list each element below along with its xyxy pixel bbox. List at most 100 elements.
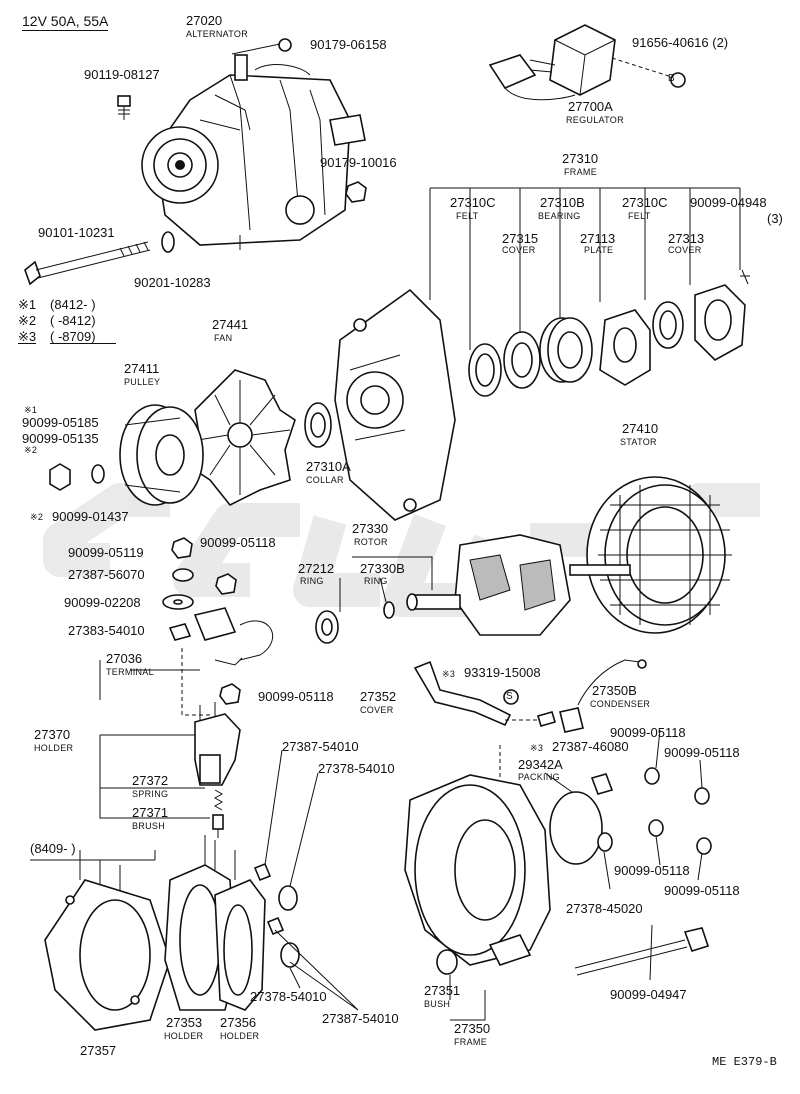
- label-90099-05118-c: 90099-05118: [610, 725, 686, 740]
- label-27370: 27370: [34, 727, 71, 742]
- bush-27378-54010-a: [278, 885, 298, 911]
- label-91656: 91656-40616 (2): [632, 35, 729, 50]
- label-27020-name: ALTERNATOR: [186, 29, 249, 39]
- label-90099-05135: 90099-05135: [22, 431, 99, 446]
- felt-27310c-a: [468, 343, 502, 397]
- label-27310c-b-name: FELT: [628, 211, 651, 221]
- label-27441-name: FAN: [214, 333, 233, 343]
- brush-holder-27370: [194, 702, 241, 786]
- label-90099-05135-mark: ※2: [24, 445, 38, 455]
- stator-27410: [586, 476, 732, 634]
- label-27330-name: ROTOR: [354, 537, 388, 547]
- label-90099-05118-e: 90099-05118: [614, 863, 690, 878]
- label-27310c-a: 27310C: [450, 195, 496, 210]
- label-27372-name: SPRING: [132, 789, 169, 799]
- note-1-mark: ※1: [18, 297, 37, 312]
- label-27113-name: PLATE: [584, 245, 614, 255]
- label-90099-05118-b: 90099-05118: [258, 689, 334, 704]
- label-27352-name: COVER: [360, 705, 394, 715]
- label-27310b: 27310B: [540, 195, 585, 210]
- insulator-27387-54010-a: [253, 862, 272, 882]
- label-90099-05118-d: 90099-05118: [664, 745, 740, 760]
- screw-90099-04948: [740, 269, 750, 285]
- marker-b-label: B: [668, 73, 675, 84]
- leader-lines: [30, 43, 741, 1021]
- note-3-text: ( -8709): [50, 330, 116, 344]
- label-90179-06158: 90179-06158: [310, 37, 387, 52]
- collar-27310a: [304, 402, 332, 448]
- label-8409: (8409- ): [30, 841, 76, 856]
- note-2-mark: ※2: [18, 313, 37, 328]
- rotor-27330: [406, 534, 631, 636]
- plate-27113: [599, 309, 651, 386]
- label-27700a: 27700A: [568, 99, 613, 114]
- washer-27387-56070: [172, 568, 194, 582]
- label-27441: 27441: [212, 317, 249, 332]
- label-27383: 27383-54010: [68, 623, 145, 638]
- label-27353-name: HOLDER: [164, 1031, 204, 1041]
- condenser-27350b: [505, 659, 647, 733]
- ring-27330b: [383, 601, 395, 619]
- label-27387-54010-b: 27387-54010: [322, 1011, 399, 1026]
- note-1-text: (8412- ): [50, 297, 96, 312]
- label-27310c-a-name: FELT: [456, 211, 479, 221]
- label-27020: 27020: [186, 13, 223, 28]
- label-27357: 27357: [80, 1043, 117, 1058]
- label-27351: 27351: [424, 983, 461, 998]
- marker-b: [670, 72, 686, 88]
- note-2-text: ( -8412): [50, 313, 96, 328]
- brush-27371: [212, 814, 224, 838]
- label-27313-name: COVER: [668, 245, 702, 255]
- label-27351-name: BUSH: [424, 999, 451, 1009]
- label-27310a-name: COLLAR: [306, 475, 344, 485]
- label-27313: 27313: [668, 231, 705, 246]
- bush-27378-45020: [597, 832, 613, 852]
- insulator-27387-54010-b: [266, 916, 285, 936]
- washer-90099-02208: [162, 594, 194, 610]
- label-90119: 90119-08127: [84, 67, 160, 82]
- washer-90099-01437: [91, 464, 105, 484]
- footer-code: ME E379-B: [712, 1055, 777, 1069]
- label-27411-name: PULLEY: [124, 377, 161, 387]
- pulley-27411: [119, 404, 204, 506]
- label-27387-56070: 27387-56070: [68, 567, 145, 582]
- nut-90099-05185: [49, 463, 71, 491]
- label-90179-10016: 90179-10016: [320, 155, 397, 170]
- screw-90119: [117, 95, 131, 120]
- spring-27372: [213, 789, 224, 811]
- felt-27310c-b: [652, 301, 684, 349]
- label-27350b: 27350B: [592, 683, 637, 698]
- label-90099-05119: 90099-05119: [68, 545, 144, 560]
- label-27330b: 27330B: [360, 561, 405, 576]
- label-27378-54010-b: 27378-54010: [250, 989, 327, 1004]
- alternator-assembly: [141, 38, 366, 246]
- bush-27378-54010-b: [280, 942, 300, 968]
- label-27387-46080-mark: ※3: [530, 743, 544, 753]
- label-27410: 27410: [622, 421, 659, 436]
- label-27356: 27356: [220, 1015, 257, 1030]
- label-27036: 27036: [106, 651, 143, 666]
- label-27212-name: RING: [300, 576, 324, 586]
- label-27378-54010-a: 27378-54010: [318, 761, 395, 776]
- label-90099-05185-mark: ※1: [24, 405, 38, 415]
- label-27356-name: HOLDER: [220, 1031, 260, 1041]
- label-93319-mark: ※3: [442, 669, 456, 679]
- rear-frame-27350: [404, 745, 551, 966]
- label-90099-01437: 90099-01437: [52, 509, 129, 524]
- cover-27352: [413, 660, 512, 727]
- nut-90099-05118-c: [644, 767, 660, 785]
- label-27310a: 27310A: [306, 459, 351, 474]
- regulator: [488, 24, 676, 101]
- label-27378-45020: 27378-45020: [566, 901, 643, 916]
- label-27411: 27411: [124, 361, 160, 376]
- label-27315-name: COVER: [502, 245, 536, 255]
- marker-s-label: S: [506, 691, 513, 702]
- label-27410-name: STATOR: [620, 437, 657, 447]
- label-27371-name: BRUSH: [132, 821, 166, 831]
- label-27350-name: FRAME: [454, 1037, 487, 1047]
- label-90099-05118-a: 90099-05118: [200, 535, 276, 550]
- bolt-90101: [24, 241, 151, 286]
- terminal-27036: [181, 648, 243, 716]
- nut-90099-05118-e: [648, 819, 664, 837]
